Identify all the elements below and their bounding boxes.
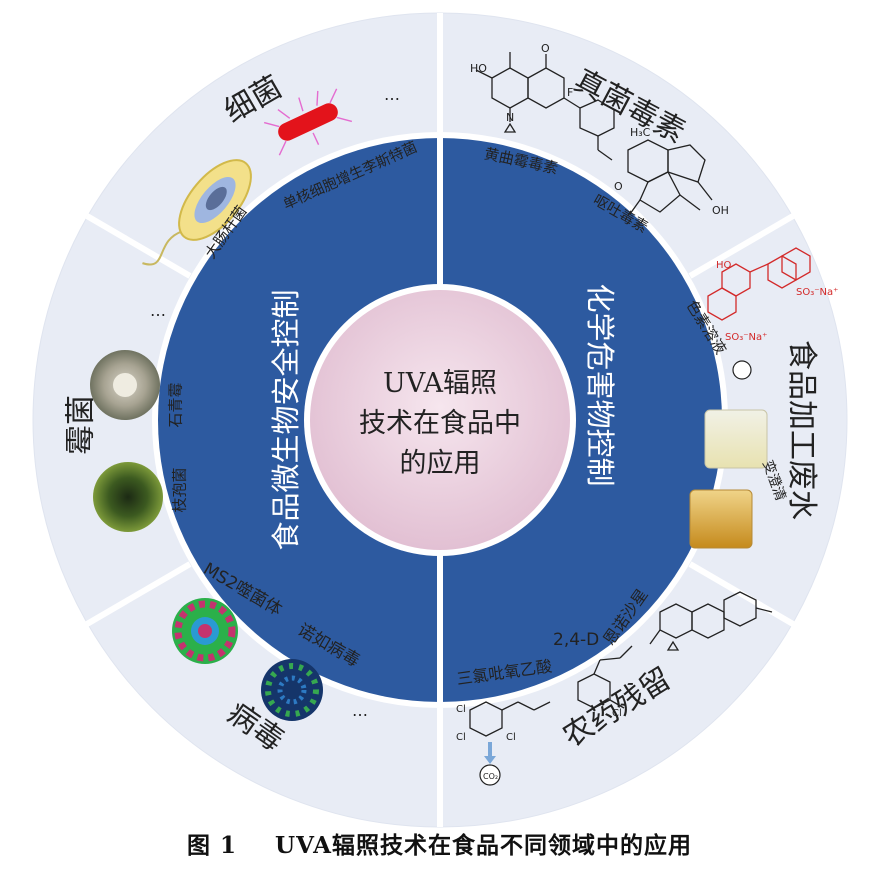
center-line-2: 技术在食品中 (359, 408, 521, 439)
co2-bubble-icon (733, 361, 751, 379)
inner-label-chemical: 化学危害物控制 (583, 283, 617, 486)
label-penicillium: 石青霉 (167, 382, 185, 427)
jar-before (705, 410, 767, 468)
norovirus-illustration (261, 659, 323, 721)
center-line-3: 的应用 (400, 448, 481, 479)
atom-oh: OH (712, 204, 729, 217)
bacteria-more: … (384, 85, 400, 104)
virus-more: … (352, 701, 368, 720)
penicillium-core (113, 373, 137, 397)
sector-title-mold: 霉菌 (64, 395, 99, 455)
atom-ho-red: HO (716, 260, 732, 271)
atom-f: F (567, 86, 573, 99)
jar-after (690, 490, 752, 548)
caption-text: UVA辐照技术在食品不同领域中的应用 (275, 832, 692, 859)
atom-o2: O (614, 180, 623, 193)
atom-o: O (541, 42, 550, 55)
atom-cl-2: Cl (456, 732, 466, 743)
caption-label: 图 1 (187, 832, 237, 859)
atom-n: N (506, 111, 514, 124)
label-cladosporium: 枝孢菌 (171, 467, 189, 512)
atom-co2: CO₂ (483, 772, 498, 781)
atom-so3na-2: SO₃⁻Na⁺ (725, 332, 767, 343)
atom-cl-1: Cl (456, 704, 466, 715)
inner-label-microbial: 食品微生物安全控制 (269, 289, 303, 550)
sector-title-wastewater: 食品加工废水 (784, 340, 819, 520)
ms2-illustration (172, 598, 238, 664)
cladosporium-colony (93, 462, 163, 532)
atom-cl-3: Cl (506, 732, 516, 743)
atom-ho: HO (470, 62, 487, 75)
atom-so3na: SO₃⁻Na⁺ (796, 287, 838, 298)
atom-h3c: H₃C (630, 126, 651, 139)
mold-more: … (150, 301, 166, 320)
center-line-1: UVA辐照 (383, 368, 497, 399)
label-24d: 2,4-D (553, 630, 599, 650)
figure-caption: 图 1 UVA辐照技术在食品不同领域中的应用 (0, 826, 879, 860)
